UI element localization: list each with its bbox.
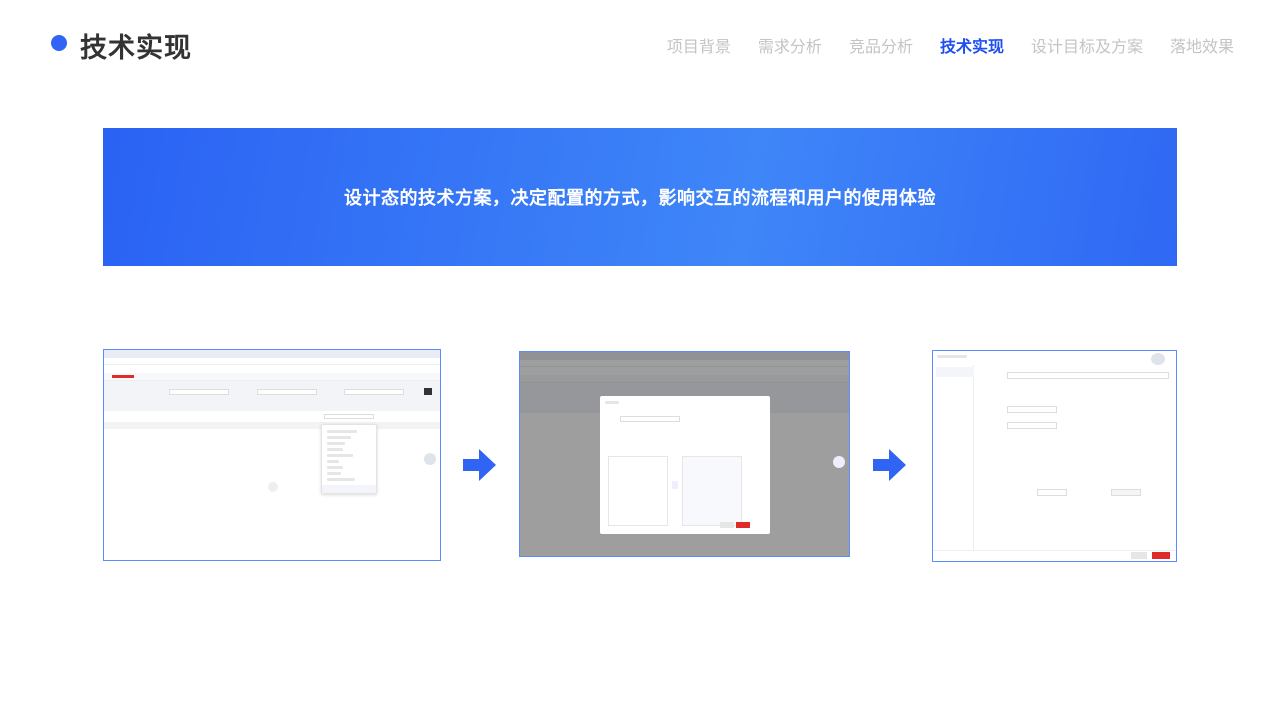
nav-item-results[interactable]: 落地效果	[1169, 37, 1234, 56]
nav-item-design-goals[interactable]: 设计目标及方案	[1030, 37, 1143, 56]
section-dot	[51, 35, 67, 51]
column-dialog	[600, 396, 770, 534]
banner-text: 设计态的技术方案，决定配置的方式，影响交互的流程和用户的使用体验	[344, 188, 936, 209]
screenshot-list-page	[103, 349, 441, 561]
arrow-right-icon	[463, 449, 496, 481]
top-nav: 项目背景 需求分析 竞品分析 技术实现 设计目标及方案 落地效果	[667, 33, 1234, 57]
nav-item-competitors[interactable]: 竞品分析	[848, 37, 913, 56]
banner: 设计态的技术方案，决定配置的方式，影响交互的流程和用户的使用体验	[103, 128, 1177, 266]
page-title: 技术实现	[80, 33, 192, 64]
screenshot-chart-style-dialog	[932, 350, 1177, 562]
nav-item-background[interactable]: 项目背景	[666, 37, 731, 56]
nav-item-requirements[interactable]: 需求分析	[757, 37, 822, 56]
nav-item-tech[interactable]: 技术实现	[939, 37, 1004, 56]
screenshot-column-dialog	[519, 351, 850, 557]
arrow-right-icon	[873, 449, 906, 481]
